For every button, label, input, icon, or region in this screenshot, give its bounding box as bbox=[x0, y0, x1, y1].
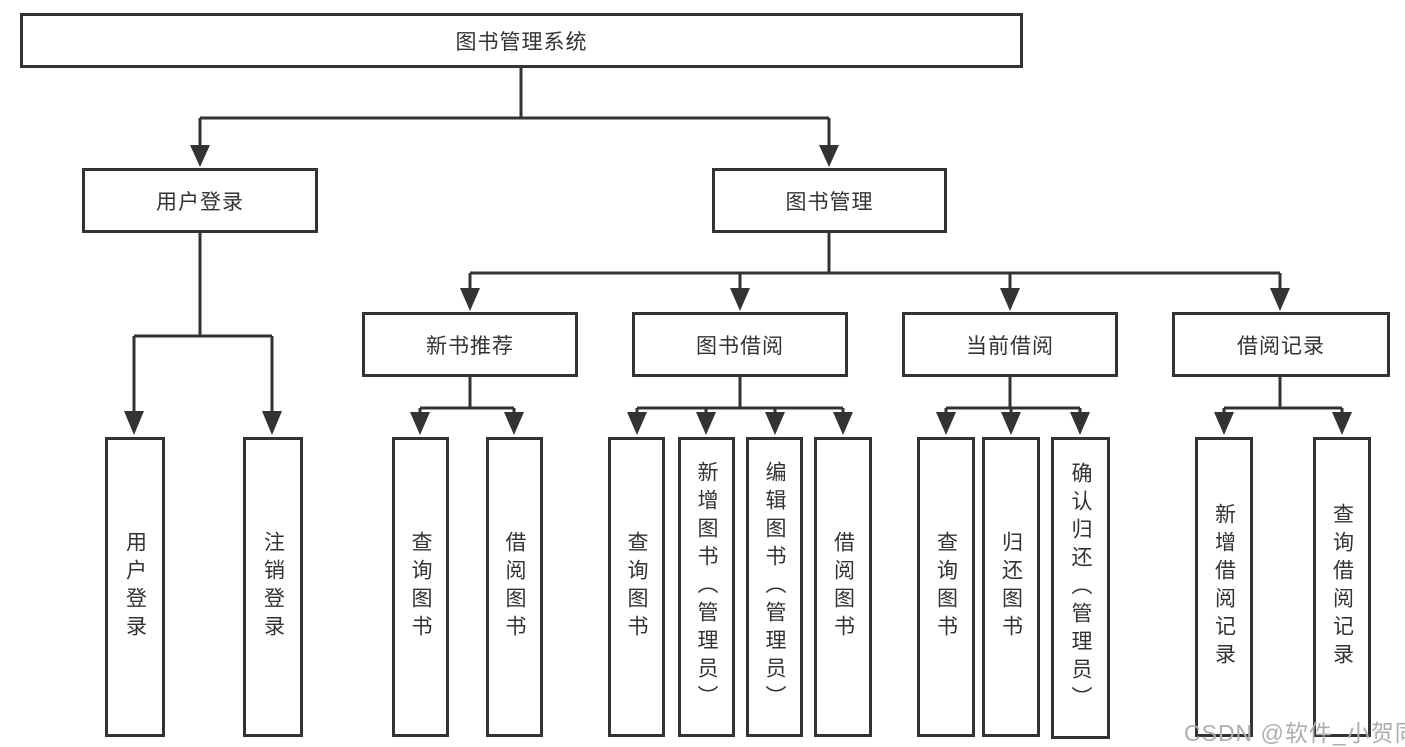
node-book-borrow: 图书借阅 bbox=[632, 312, 848, 377]
leaf-user-login: 用户登录 bbox=[105, 437, 165, 737]
leaf-user-login-label: 用户登录 bbox=[123, 531, 147, 643]
leaf-return-books-label: 归还图书 bbox=[999, 531, 1023, 643]
leaf-query-books-current: 查询图书 bbox=[917, 437, 975, 737]
leaf-query-books-recommend: 查询图书 bbox=[392, 437, 449, 737]
node-borrow-records: 借阅记录 bbox=[1172, 312, 1390, 377]
leaf-edit-books-admin-label: 编辑图书（管理员） bbox=[763, 461, 786, 713]
leaf-borrow-books-recommend-label: 借阅图书 bbox=[503, 531, 526, 643]
arrowhead bbox=[936, 412, 956, 435]
node-root: 图书管理系统 bbox=[20, 13, 1023, 68]
leaf-add-borrow-record-label: 新增借阅记录 bbox=[1212, 503, 1236, 671]
leaf-logout: 注销登录 bbox=[243, 437, 303, 737]
arrowhead bbox=[1214, 412, 1234, 435]
leaf-query-books-borrow-label: 查询图书 bbox=[625, 531, 648, 643]
arrowhead bbox=[460, 288, 480, 311]
node-borrow-records-label: 借阅记录 bbox=[1237, 334, 1325, 358]
arrowhead bbox=[819, 145, 839, 167]
arrowhead bbox=[1070, 412, 1090, 435]
node-book-management: 图书管理 bbox=[712, 168, 947, 233]
arrowhead bbox=[1332, 412, 1352, 435]
arrowhead bbox=[1000, 288, 1020, 311]
leaf-confirm-return-admin-label: 确认归还（管理员） bbox=[1069, 462, 1092, 714]
arrowhead bbox=[730, 288, 750, 311]
node-user-login-label: 用户登录 bbox=[156, 190, 244, 214]
arrowhead bbox=[1001, 412, 1021, 435]
arrowhead bbox=[410, 412, 430, 435]
leaf-query-borrow-record: 查询借阅记录 bbox=[1313, 437, 1371, 737]
leaf-borrow-books-label: 借阅图书 bbox=[831, 531, 855, 643]
arrowhead bbox=[765, 412, 785, 435]
node-current-borrow-label: 当前借阅 bbox=[966, 334, 1054, 358]
arrowhead bbox=[833, 412, 853, 435]
arrowhead bbox=[696, 412, 716, 435]
leaf-query-books-current-label: 查询图书 bbox=[934, 531, 958, 643]
leaf-return-books: 归还图书 bbox=[982, 437, 1040, 737]
arrowhead bbox=[262, 411, 282, 435]
node-root-label: 图书管理系统 bbox=[455, 30, 588, 54]
node-user-login: 用户登录 bbox=[82, 168, 318, 233]
leaf-confirm-return-admin: 确认归还（管理员） bbox=[1051, 437, 1110, 739]
leaf-query-borrow-record-label: 查询借阅记录 bbox=[1330, 503, 1354, 671]
node-current-borrow: 当前借阅 bbox=[902, 312, 1118, 377]
arrowhead bbox=[627, 412, 647, 435]
leaf-add-books-admin-label: 新增图书（管理员） bbox=[695, 461, 718, 713]
arrowhead bbox=[190, 145, 210, 167]
leaf-add-borrow-record: 新增借阅记录 bbox=[1195, 437, 1253, 737]
arrowhead bbox=[124, 411, 144, 435]
leaf-query-books-recommend-label: 查询图书 bbox=[409, 531, 432, 643]
leaf-borrow-books: 借阅图书 bbox=[814, 437, 872, 737]
node-book-borrow-label: 图书借阅 bbox=[696, 334, 784, 358]
node-new-book-recommend-label: 新书推荐 bbox=[426, 334, 514, 358]
node-new-book-recommend: 新书推荐 bbox=[362, 312, 578, 377]
node-book-management-label: 图书管理 bbox=[785, 190, 874, 214]
leaf-borrow-books-recommend: 借阅图书 bbox=[486, 437, 543, 737]
leaf-add-books-admin: 新增图书（管理员） bbox=[678, 437, 735, 737]
arrowhead bbox=[504, 412, 524, 435]
leaf-query-books-borrow: 查询图书 bbox=[608, 437, 665, 737]
leaf-edit-books-admin: 编辑图书（管理员） bbox=[746, 437, 803, 737]
arrowhead bbox=[1270, 288, 1290, 311]
csdn-watermark: CSDN @软件_小贺同学 bbox=[1184, 720, 1405, 746]
leaf-logout-label: 注销登录 bbox=[261, 531, 285, 643]
